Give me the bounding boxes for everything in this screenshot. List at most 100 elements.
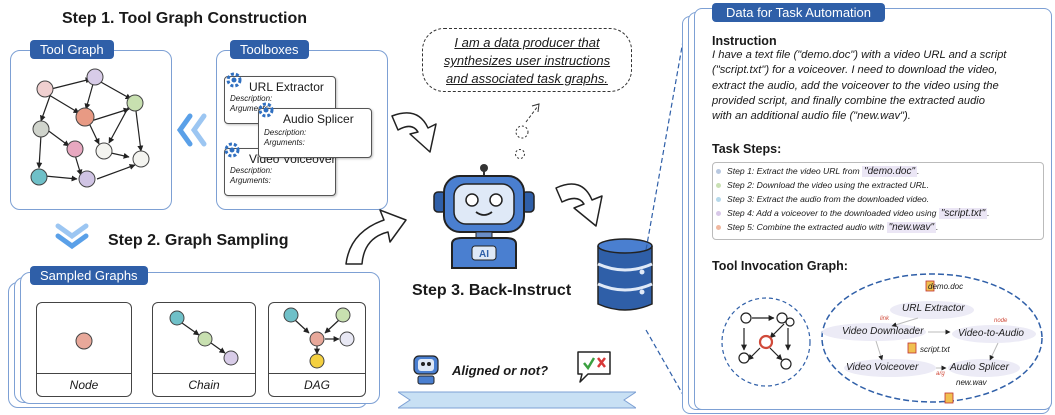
speech-bubble: I am a data producer that synthesizes us… bbox=[422, 28, 632, 92]
tool-video-voiceover: Video Voiceover bbox=[846, 362, 919, 373]
step-bullet bbox=[716, 197, 721, 203]
tool-name: URL Extractor bbox=[249, 80, 324, 94]
bubble-line: and associated task graphs. bbox=[446, 71, 608, 86]
tool-arguments: Arguments: bbox=[230, 176, 271, 185]
file-new-wav: new.wav bbox=[956, 378, 987, 387]
graph-node bbox=[126, 94, 144, 112]
tool-invocation-graph bbox=[821, 273, 1043, 403]
task-steps-title: Task Steps: bbox=[712, 142, 782, 156]
step-file: "demo.doc" bbox=[862, 166, 918, 177]
edge-tag-node: node bbox=[994, 318, 1008, 324]
tool-card-audio-splicer: Audio Splicer Description: Arguments: bbox=[258, 108, 372, 158]
instruction-line: I have a text file ("demo.doc") with a v… bbox=[712, 49, 1007, 61]
step-text: Step 3: Extract the audio from the downl… bbox=[727, 194, 930, 204]
aligned-question: Aligned or not? bbox=[452, 363, 549, 378]
instruction-line: ("script.txt") for a voiceover. I need t… bbox=[712, 64, 998, 77]
chevron-down-icon bbox=[55, 223, 89, 250]
tool-description: Description: bbox=[230, 166, 273, 175]
step-text: Step 2: Download the video using the ext… bbox=[727, 180, 930, 190]
right-panel-tab: Data for Task Automation bbox=[712, 3, 886, 22]
graph-node bbox=[86, 68, 104, 86]
graph-node bbox=[78, 170, 96, 188]
sample-node-box: Node bbox=[36, 302, 132, 397]
graph-node bbox=[36, 80, 54, 98]
edge-tag-link: link bbox=[880, 316, 890, 322]
step-bullet bbox=[716, 211, 721, 217]
step3-title: Step 3. Back-Instruct bbox=[412, 282, 572, 299]
step-bullet bbox=[716, 183, 721, 189]
tool-arguments: Arguments: bbox=[264, 138, 305, 147]
edge-tag-arg: arg bbox=[936, 371, 945, 377]
robot-icon: AI bbox=[433, 164, 535, 269]
instruction-text: I have a text file ("demo.doc") with a v… bbox=[712, 48, 1048, 124]
file-icon bbox=[944, 392, 954, 404]
step-end: . bbox=[917, 166, 920, 176]
tool-graph-panel bbox=[10, 50, 172, 210]
step-text: Step 4: Add a voiceover to the downloade… bbox=[727, 208, 939, 218]
step-text: Step 5: Combine the extracted audio with bbox=[727, 222, 887, 232]
step2-title: Step 2. Graph Sampling bbox=[108, 232, 289, 249]
tool-graph-tab: Tool Graph bbox=[30, 40, 114, 59]
tool-url-extractor: URL Extractor bbox=[902, 303, 965, 314]
bubble-line: I am a data producer that bbox=[454, 35, 600, 50]
task-step-3: Step 3: Extract the audio from the downl… bbox=[716, 194, 929, 204]
gear-icon bbox=[224, 142, 240, 158]
small-robot-icon bbox=[413, 355, 439, 385]
tool-graph-title: Tool Invocation Graph: bbox=[712, 259, 848, 273]
file-demo-doc: demo.doc bbox=[928, 282, 964, 291]
instruction-line: with an additional audio file ("new.wav"… bbox=[712, 110, 911, 123]
task-step-1: Step 1: Extract the video URL from "demo… bbox=[716, 166, 919, 177]
chevron-left-icon bbox=[176, 113, 207, 147]
sample-label-node: Node bbox=[37, 373, 131, 396]
tool-graph-svg bbox=[30, 68, 150, 188]
step-text: Step 1: Extract the video URL from bbox=[727, 166, 863, 176]
toolboxes-tab: Toolboxes bbox=[230, 40, 309, 59]
file-icon bbox=[907, 280, 935, 354]
sampled-graphs-tab: Sampled Graphs bbox=[30, 266, 148, 285]
tool-description: Description: bbox=[230, 94, 273, 103]
task-step-5: Step 5: Combine the extracted audio with… bbox=[716, 222, 938, 233]
graph-node bbox=[32, 120, 50, 138]
tool-arguments: Arguments: bbox=[230, 104, 271, 113]
curved-arrow-icon bbox=[345, 209, 407, 265]
graph-node bbox=[95, 142, 113, 160]
check-cross-icon bbox=[577, 351, 611, 383]
tool-video-to-audio: Video-to-Audio bbox=[958, 328, 1024, 339]
tool-description: Description: bbox=[264, 128, 307, 137]
chain-sample-svg bbox=[169, 310, 239, 366]
step-bullet bbox=[716, 169, 721, 175]
spacer bbox=[942, 398, 943, 399]
graph-node bbox=[30, 168, 48, 186]
step-bullet bbox=[716, 225, 721, 231]
thought-dots bbox=[515, 103, 540, 159]
tool-name: Audio Splicer bbox=[283, 112, 354, 126]
file-script-txt: script.txt bbox=[920, 345, 950, 354]
tool-video-downloader: Video Downloader bbox=[842, 326, 924, 337]
graph-node bbox=[66, 140, 84, 158]
sample-chain-box: Chain bbox=[152, 302, 256, 397]
step1-title: Step 1. Tool Graph Construction bbox=[62, 10, 308, 27]
dashed-connector bbox=[645, 23, 687, 401]
graph-node bbox=[132, 150, 150, 168]
alignment-bar bbox=[398, 391, 636, 409]
bubble-text: I am a data producer that synthesizes us… bbox=[423, 29, 631, 88]
graph-thumbnail-icon bbox=[721, 297, 811, 387]
task-step-4: Step 4: Add a voiceover to the downloade… bbox=[716, 208, 990, 219]
database-icon bbox=[597, 238, 653, 311]
node-sample-svg bbox=[75, 332, 93, 350]
sample-label-chain: Chain bbox=[153, 373, 255, 396]
instruction-title: Instruction bbox=[712, 34, 777, 48]
instruction-line: extract the audio, add the voiceover to … bbox=[712, 79, 999, 92]
instruction-line: provided script, and finally combine the… bbox=[712, 94, 986, 107]
sample-label-dag: DAG bbox=[269, 373, 365, 396]
tool-audio-splicer: Audio Splicer bbox=[950, 362, 1009, 373]
step-file: "script.txt" bbox=[938, 208, 988, 219]
gear-icon bbox=[258, 102, 274, 118]
gear-icon bbox=[226, 72, 242, 88]
curved-arrow-icon bbox=[391, 112, 437, 153]
step-file: "new.wav" bbox=[886, 222, 937, 233]
bubble-line: synthesizes user instructions bbox=[443, 53, 611, 68]
step-end: . bbox=[987, 208, 990, 218]
dag-sample-svg bbox=[283, 307, 355, 369]
sample-dag-box: DAG bbox=[268, 302, 366, 397]
